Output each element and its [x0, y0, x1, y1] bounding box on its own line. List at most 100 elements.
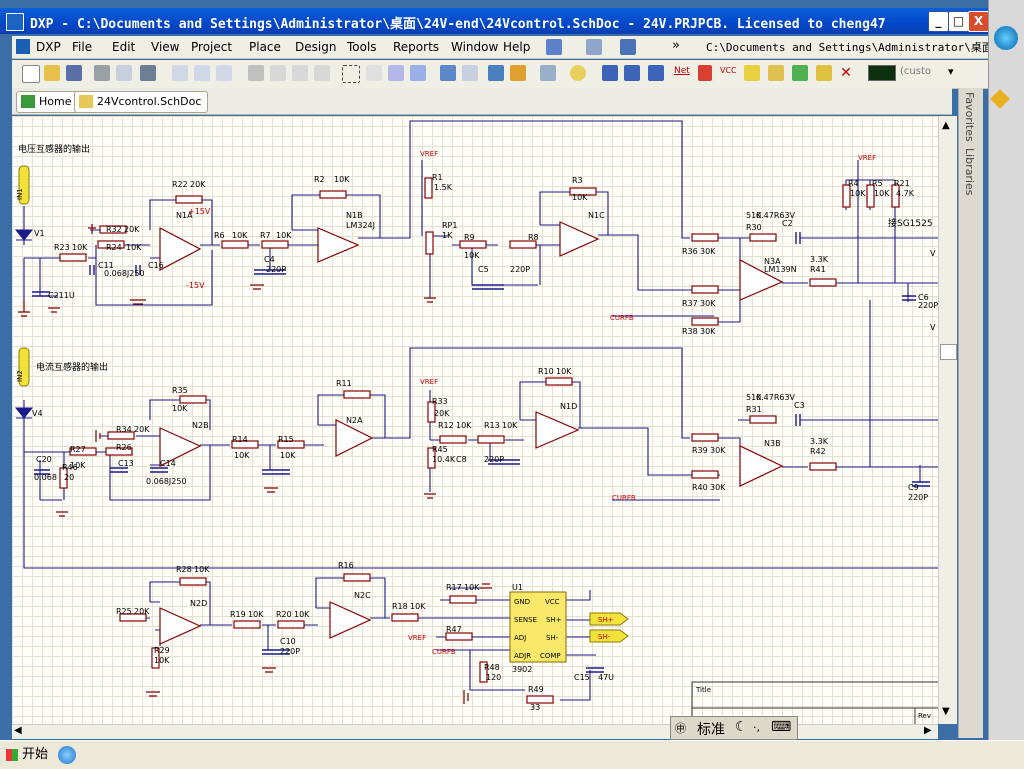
n2b-label: N2B: [192, 421, 209, 430]
zoom-selected-icon[interactable]: [216, 65, 232, 81]
r38-label: R38: [682, 327, 698, 336]
schematic-canvas[interactable]: 电压互感器的输出 电流互感器的输出 IN1 IN2 V1 V4 VREF VRE…: [12, 116, 938, 724]
ground-tool-icon[interactable]: [620, 39, 636, 55]
select-area-icon[interactable]: [342, 65, 360, 83]
save-icon[interactable]: [66, 65, 82, 81]
cross-probe-icon[interactable]: [510, 65, 526, 81]
minimize-button[interactable]: _: [928, 11, 949, 32]
place-sheet-icon[interactable]: [768, 65, 784, 81]
net-label-button[interactable]: Net: [674, 66, 690, 76]
place-port-icon[interactable]: [816, 65, 832, 81]
pencil-icon[interactable]: [990, 89, 1010, 109]
menu-reports[interactable]: Reports: [393, 40, 440, 54]
r9-label: R9: [464, 233, 475, 242]
redo-icon[interactable]: [462, 65, 478, 81]
undo-icon[interactable]: [440, 65, 456, 81]
place-wire-icon[interactable]: [602, 65, 618, 81]
c2-label: C2: [782, 219, 793, 228]
menu-help[interactable]: Help: [503, 40, 531, 54]
copy-icon[interactable]: [270, 65, 286, 81]
scroll-right-icon[interactable]: ▶: [924, 725, 932, 736]
move-icon[interactable]: [366, 65, 382, 81]
r20-label: R20: [276, 610, 292, 619]
menu-project[interactable]: Project: [191, 40, 233, 54]
place-bus-icon[interactable]: [624, 65, 640, 81]
hierarchy-icon[interactable]: [488, 65, 504, 81]
menu-edit[interactable]: Edit: [112, 40, 136, 54]
c4-value: 220P: [266, 265, 286, 274]
menu-dxp[interactable]: DXP: [36, 40, 61, 54]
vcc-port-button[interactable]: VCC: [720, 66, 737, 75]
r34-value: 20K: [134, 425, 150, 434]
bus-tool-icon[interactable]: [586, 39, 602, 55]
bus-entry-icon[interactable]: [648, 65, 664, 81]
c4-label: C4: [264, 255, 275, 264]
c15-value: 47U: [598, 673, 614, 682]
vertical-scroll-thumb[interactable]: [940, 344, 957, 360]
cut-icon[interactable]: [248, 65, 264, 81]
r45-value: 10.4K: [432, 455, 456, 464]
print-preview-icon[interactable]: [116, 65, 132, 81]
keyboard-icon[interactable]: ⌨: [771, 719, 792, 735]
clear-filter-icon[interactable]: [410, 65, 426, 81]
tab-schdoc[interactable]: 24Vcontrol.SchDoc: [74, 91, 208, 113]
c6-label: C6: [918, 293, 929, 302]
rubber-stamp-icon[interactable]: [314, 65, 330, 81]
custom-color-select[interactable]: (custo: [900, 66, 931, 77]
libraries-panel-tab[interactable]: Libraries: [963, 148, 976, 196]
place-part-icon[interactable]: [744, 65, 760, 81]
wire-tool-icon[interactable]: [546, 39, 562, 55]
close-button[interactable]: X: [968, 11, 989, 32]
start-button[interactable]: 开始: [2, 744, 52, 766]
sheet-entry-icon[interactable]: [792, 65, 808, 81]
compile-icon[interactable]: [540, 65, 556, 81]
gnd-port-icon[interactable]: [698, 65, 712, 81]
c14-value: 0.068J250: [146, 477, 187, 486]
start-button-label: 开始: [22, 747, 49, 762]
menu-window[interactable]: Window: [451, 40, 499, 54]
r29-value: 10K: [154, 656, 170, 665]
tab-home[interactable]: Home: [16, 91, 84, 113]
paste-icon[interactable]: [292, 65, 308, 81]
scroll-down-icon[interactable]: ▼: [942, 706, 950, 717]
more-chevron-icon[interactable]: »: [672, 38, 680, 53]
new-icon[interactable]: [22, 65, 40, 83]
scroll-up-icon[interactable]: ▲: [942, 120, 950, 131]
c11-label: C11: [98, 261, 114, 270]
menu-view[interactable]: View: [151, 40, 180, 54]
zoom-fit-icon[interactable]: [172, 65, 188, 81]
deselect-icon[interactable]: [388, 65, 404, 81]
menu-file[interactable]: File: [72, 40, 93, 54]
color-swatch[interactable]: [868, 65, 896, 81]
r5-label: R5: [872, 179, 883, 188]
horizontal-scrollbar[interactable]: ◀ ▶: [12, 724, 938, 739]
ime-toolbar[interactable]: ㊥ 标准 ☾ ·, ⌨: [670, 716, 798, 740]
print-icon[interactable]: [94, 65, 110, 81]
document-path-box[interactable]: C:\Documents and Settings\Administrator\…: [706, 41, 988, 54]
ime-mode-label[interactable]: 标准: [697, 722, 725, 738]
menu-tools[interactable]: Tools: [347, 40, 377, 54]
open-icon[interactable]: [44, 65, 60, 81]
globe-icon[interactable]: [994, 26, 1018, 50]
window-title-bar[interactable]: DXP - C:\Documents and Settings\Administ…: [0, 8, 989, 34]
punctuation-icon[interactable]: ·,: [753, 721, 760, 734]
favorites-panel-tab[interactable]: Favorites: [963, 92, 976, 142]
ime-logo-icon[interactable]: ㊥: [675, 722, 686, 735]
ie-quicklaunch-icon[interactable]: [58, 746, 76, 764]
zoom-area-icon[interactable]: [194, 65, 210, 81]
maximize-button[interactable]: □: [948, 11, 969, 32]
r21-value: 4.7K: [896, 189, 915, 198]
vertical-scrollbar[interactable]: ▲ ▼: [938, 116, 957, 724]
menu-place[interactable]: Place: [249, 40, 281, 54]
moon-icon[interactable]: ☾: [735, 719, 748, 735]
c2-value: 0.47R63V: [756, 211, 796, 220]
menu-design[interactable]: Design: [295, 40, 337, 54]
r46-label: R46: [62, 463, 78, 472]
layers-icon[interactable]: [140, 65, 156, 81]
help-icon[interactable]: [570, 65, 586, 81]
no-erc-icon[interactable]: ✕: [840, 65, 852, 81]
color-dropdown-icon[interactable]: ▾: [948, 65, 954, 78]
c13-label: C13: [118, 459, 134, 468]
scroll-left-icon[interactable]: ◀: [14, 725, 22, 736]
r32-value: 20K: [124, 225, 140, 234]
